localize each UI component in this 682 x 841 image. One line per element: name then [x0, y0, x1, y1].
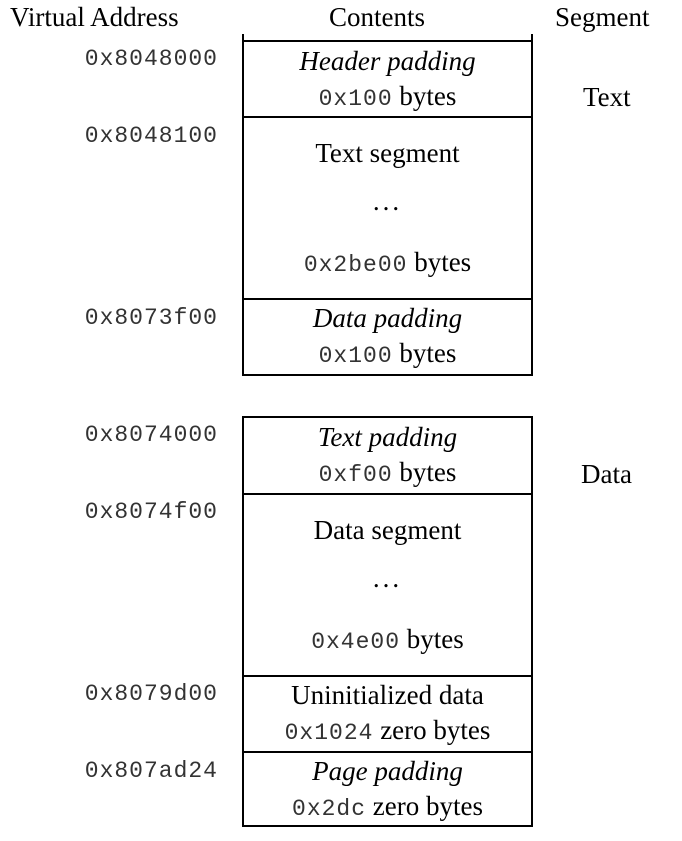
- cell-size-line: 0x1024 zero bytes: [244, 713, 531, 751]
- cell-size-line: 0x2dc zero bytes: [244, 789, 531, 827]
- cell-size: 0x2be00: [303, 252, 408, 278]
- address-label: 0x8048100: [84, 123, 218, 149]
- cell-unit: bytes: [399, 457, 457, 487]
- cell-divider: [244, 751, 531, 753]
- segment-label-data: Data: [581, 459, 632, 489]
- header-contents: Contents: [329, 2, 426, 32]
- cell-name: Data padding: [312, 303, 463, 333]
- address-label: 0x807ad24: [84, 758, 218, 784]
- header-segment: Segment: [555, 2, 650, 32]
- memory-cell-text-padding: Text padding 0xf00 bytes: [244, 418, 531, 494]
- memory-block-text: Header padding 0x100 bytes Text segment …: [242, 40, 533, 376]
- cell-size: 0x4e00: [311, 629, 401, 655]
- cell-name: Data segment: [313, 515, 462, 545]
- address-label: 0x8073f00: [84, 305, 218, 331]
- cell-divider: [244, 298, 531, 300]
- cell-size-line: 0xf00 bytes: [244, 455, 531, 493]
- cell-unit: zero bytes: [380, 715, 491, 745]
- cell-size-line: 0x4e00 bytes: [244, 622, 531, 660]
- cell-divider: [244, 493, 531, 495]
- memory-block-data: Text padding 0xf00 bytes Data segment ..…: [242, 416, 533, 827]
- cell-size-line: 0x100 bytes: [244, 79, 531, 117]
- address-label: 0x8079d00: [84, 681, 218, 707]
- cell-name: Uninitialized data: [291, 680, 484, 710]
- cell-size: 0x100: [318, 343, 393, 369]
- memory-cell-header-padding: Header padding 0x100 bytes: [244, 42, 531, 118]
- cell-unit: zero bytes: [372, 791, 483, 821]
- connector-right: [531, 34, 533, 42]
- connector-left: [242, 34, 244, 42]
- cell-size: 0x100: [318, 86, 393, 112]
- cell-unit: bytes: [399, 81, 457, 111]
- memory-cell-page-padding: Page padding 0x2dc zero bytes: [244, 753, 531, 827]
- address-label: 0x8074000: [84, 422, 218, 448]
- ellipsis: ...: [372, 186, 403, 216]
- cell-size: 0x1024: [284, 720, 374, 746]
- cell-name: Header padding: [299, 46, 476, 76]
- cell-name: Text padding: [317, 422, 458, 452]
- address-label: 0x8074f00: [84, 499, 218, 525]
- memory-cell-text-segment: Text segment ... 0x2be00 bytes: [244, 118, 531, 300]
- cell-unit: bytes: [414, 247, 472, 277]
- ellipsis: ...: [372, 563, 403, 593]
- cell-size-line: 0x2be00 bytes: [244, 245, 531, 283]
- cell-size: 0xf00: [318, 462, 393, 488]
- cell-divider: [244, 675, 531, 677]
- cell-size: 0x2dc: [292, 796, 367, 822]
- memory-cell-data-padding: Data padding 0x100 bytes: [244, 300, 531, 376]
- cell-name: Page padding: [312, 756, 463, 786]
- header-virtual-address: Virtual Address: [10, 2, 179, 32]
- cell-unit: bytes: [399, 338, 457, 368]
- memory-cell-uninitialized-data: Uninitialized data 0x1024 zero bytes: [244, 677, 531, 752]
- memory-cell-data-segment: Data segment ... 0x4e00 bytes: [244, 495, 531, 677]
- segment-label-text: Text: [583, 82, 631, 112]
- cell-divider: [244, 116, 531, 118]
- cell-unit: bytes: [406, 624, 464, 654]
- address-label: 0x8048000: [84, 46, 218, 72]
- cell-name: Text segment: [315, 138, 460, 168]
- cell-size-line: 0x100 bytes: [244, 336, 531, 374]
